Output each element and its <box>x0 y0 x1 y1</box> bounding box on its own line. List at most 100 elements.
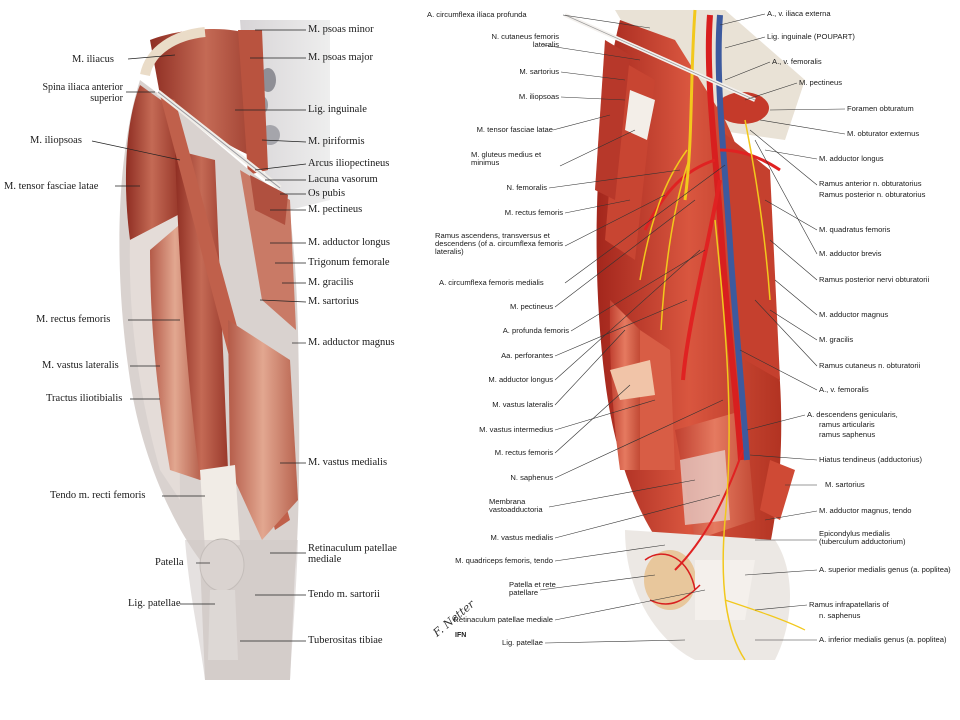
rlabel-ramus-infra: Ramus infrapatellaris of <box>809 600 889 609</box>
rlabel-sartorius: M. sartorius <box>519 67 559 76</box>
left-thigh-illustration <box>91 20 330 680</box>
sartorius-r <box>760 460 795 520</box>
rlabel-av-fem2: A., v. femoralis <box>819 385 869 394</box>
rlabel-add-magnus: M. adductor magnus <box>819 310 889 319</box>
rlabel-ramus-post: Ramus posterior n. obturatorius <box>819 190 926 199</box>
rect-fem-cut <box>610 360 655 400</box>
vastus-medialis <box>228 320 298 540</box>
label-psoas-minor: M. psoas minor <box>308 24 374 35</box>
pectineus-muscle <box>250 175 288 225</box>
nerve-branch-1 <box>639 149 688 281</box>
rlabel-n-saph: N. saphenus <box>510 473 553 482</box>
label-trigonum: Trigonum femorale <box>308 257 390 268</box>
rlabel-add-longus: M. adductor longus <box>488 375 553 384</box>
rlabel-a-circ-med: A. circumflexa femoris medialis <box>439 278 544 287</box>
label-tendo-recti: Tendo m. recti femoris <box>50 490 146 501</box>
rlabel-vast-int: M. vastus intermedius <box>479 425 553 434</box>
rlabel-add-brevis: M. adductor brevis <box>819 249 882 258</box>
quad-tendon <box>200 465 240 550</box>
label-rectus: M. rectus femoris <box>36 314 111 325</box>
rlabel-n-saph-r: n. saphenus <box>819 611 861 620</box>
rlabel-a-sup-med: A. superior medialis genus (a. poplitea) <box>819 566 951 574</box>
rlabel-add-longus-r: M. adductor longus <box>819 154 884 163</box>
foramen-obturatum <box>717 92 769 124</box>
label-ospubis: Os pubis <box>308 188 346 199</box>
rlabel-sartorius-r: M. sartorius <box>825 480 865 489</box>
label-lacuna: Lacuna vasorum <box>308 174 378 185</box>
label-spina: Spina iliaca anterior superior <box>42 82 123 104</box>
rlabel-ramus-saph: ramus saphenus <box>819 430 876 439</box>
label-retinaculum: Retinaculum patellae mediale <box>308 543 397 566</box>
label-arcus: Arcus iliopectineus <box>308 158 390 169</box>
rlabel-retinac: Retinaculum patellae mediale <box>453 615 553 624</box>
label-sartorius: M. sartorius <box>308 296 359 307</box>
rlabel-quad-tendo: M. quadriceps femoris, tendo <box>455 556 553 565</box>
nerve-branch-2 <box>660 159 690 331</box>
label-psoas-major: M. psoas major <box>308 52 374 63</box>
iliac-crest <box>140 27 206 77</box>
femoral-nerve <box>683 9 697 201</box>
rlabel-ramus-ant: Ramus anterior n. obturatorius <box>819 179 922 188</box>
circumflex-lateral <box>643 158 716 231</box>
label-add-magnus: M. adductor magnus <box>308 337 395 348</box>
label-lig-patellae: Lig. patellae <box>128 598 181 609</box>
label-vast-med: M. vastus medialis <box>308 457 388 468</box>
rlabel-a-circ-prof: A. circumflexa ilíaca profunda <box>427 10 527 19</box>
label-add-longus: M. adductor longus <box>308 237 390 248</box>
rlabel-rect-fem2: M. rectus femoris <box>494 448 553 457</box>
rlabel-epicondylus: Epicondylus medialis (tuberculum adducto… <box>819 529 906 546</box>
tfl-muscle <box>125 85 178 240</box>
rlabel-rect-fem: M. rectus femoris <box>504 208 563 217</box>
tfl-reflected <box>595 40 630 200</box>
rlabel-vast-lat: M. vastus lateralis <box>492 400 553 409</box>
label-patella: Patella <box>155 557 184 568</box>
patellar-rete <box>644 553 701 605</box>
genicular-artery <box>674 449 744 571</box>
rlabel-av-iliaca: A., v. iliaca externa <box>767 9 831 18</box>
rlabel-n-fem: N. femoralis <box>506 183 547 192</box>
label-iliacus: M. iliacus <box>72 54 114 65</box>
rlabel-a-prof: A. profunda femoris <box>502 326 569 335</box>
rlabel-tfl: M. tensor fasciae latae <box>476 125 553 134</box>
rlabel-ramus-asc: Ramus ascendens, transversus et descende… <box>435 231 563 256</box>
rlabel-ramus-cut: Ramus cutaneus n. obturatorii <box>819 361 921 370</box>
infrapatellar-nerve <box>724 599 806 631</box>
label-iliopsoas: M. iliopsoas <box>30 135 82 146</box>
knee-shading <box>185 540 298 680</box>
rlabel-quadratus: M. quadratus femoris <box>819 225 891 234</box>
membrana <box>680 450 730 525</box>
rlabel-pectineus-r: M. pectineus <box>799 78 843 87</box>
rlabel-a-inf-med: A. inferior medialis genus (a. poplitea) <box>819 636 947 644</box>
adductor-mass <box>720 130 780 380</box>
vastus-intermedius-r <box>640 330 675 470</box>
label-lig-inguinale: Lig. inguinale <box>308 104 367 115</box>
rlabel-lig-pat: Lig. patellae <box>502 638 543 647</box>
left-anatomy-panel: M. iliacus Spina iliaca anterior superio… <box>0 0 420 680</box>
saphenous-nerve <box>714 219 746 661</box>
rlabel-gluteus: M. gluteus medius et minimus <box>471 150 542 167</box>
rlabel-obt-ext: M. obturator externus <box>847 129 920 138</box>
profunda-artery <box>681 179 722 381</box>
publisher-mark: IFN <box>455 632 467 639</box>
rlabel-vast-med: M. vastus medialis <box>490 533 553 542</box>
rlabel-membrana: Membrana vastoadductoria <box>489 497 543 514</box>
rlabel-patella-rete: Patella et rete patellare <box>509 580 556 597</box>
rlabel-av-fem: A., v. femoralis <box>772 57 822 66</box>
circumflex-medial <box>719 148 781 172</box>
rlabel-a-desc: A. descendens genicularis, <box>807 410 898 419</box>
label-tfl: M. tensor fasciae latae <box>4 181 99 192</box>
rectus-femoris <box>175 150 228 480</box>
obturator-nerve <box>744 119 771 301</box>
rlabel-ramus-post-n: Ramus posterior nervi obturatorii <box>819 275 930 284</box>
iliacus-muscle <box>150 28 262 160</box>
rlabel-lig-ing: Lig. inguinale (POUPART) <box>767 32 855 41</box>
femoral-vein <box>715 14 750 461</box>
label-vastlat: M. vastus lateralis <box>42 360 119 371</box>
label-piriformis: M. piriformis <box>308 136 365 147</box>
rlabel-ramus-art: ramus articularis <box>819 420 875 429</box>
rlabel-hiatus: Hiatus tendineus (adductorius) <box>819 455 922 464</box>
psoas-muscle <box>238 30 268 175</box>
rlabel-iliopsoas: M. iliopsoas <box>518 92 559 101</box>
rlabel-n-cut: N. cutaneus femoris lateralis <box>491 32 559 49</box>
label-tuber: Tuberositas tibiae <box>308 635 383 646</box>
